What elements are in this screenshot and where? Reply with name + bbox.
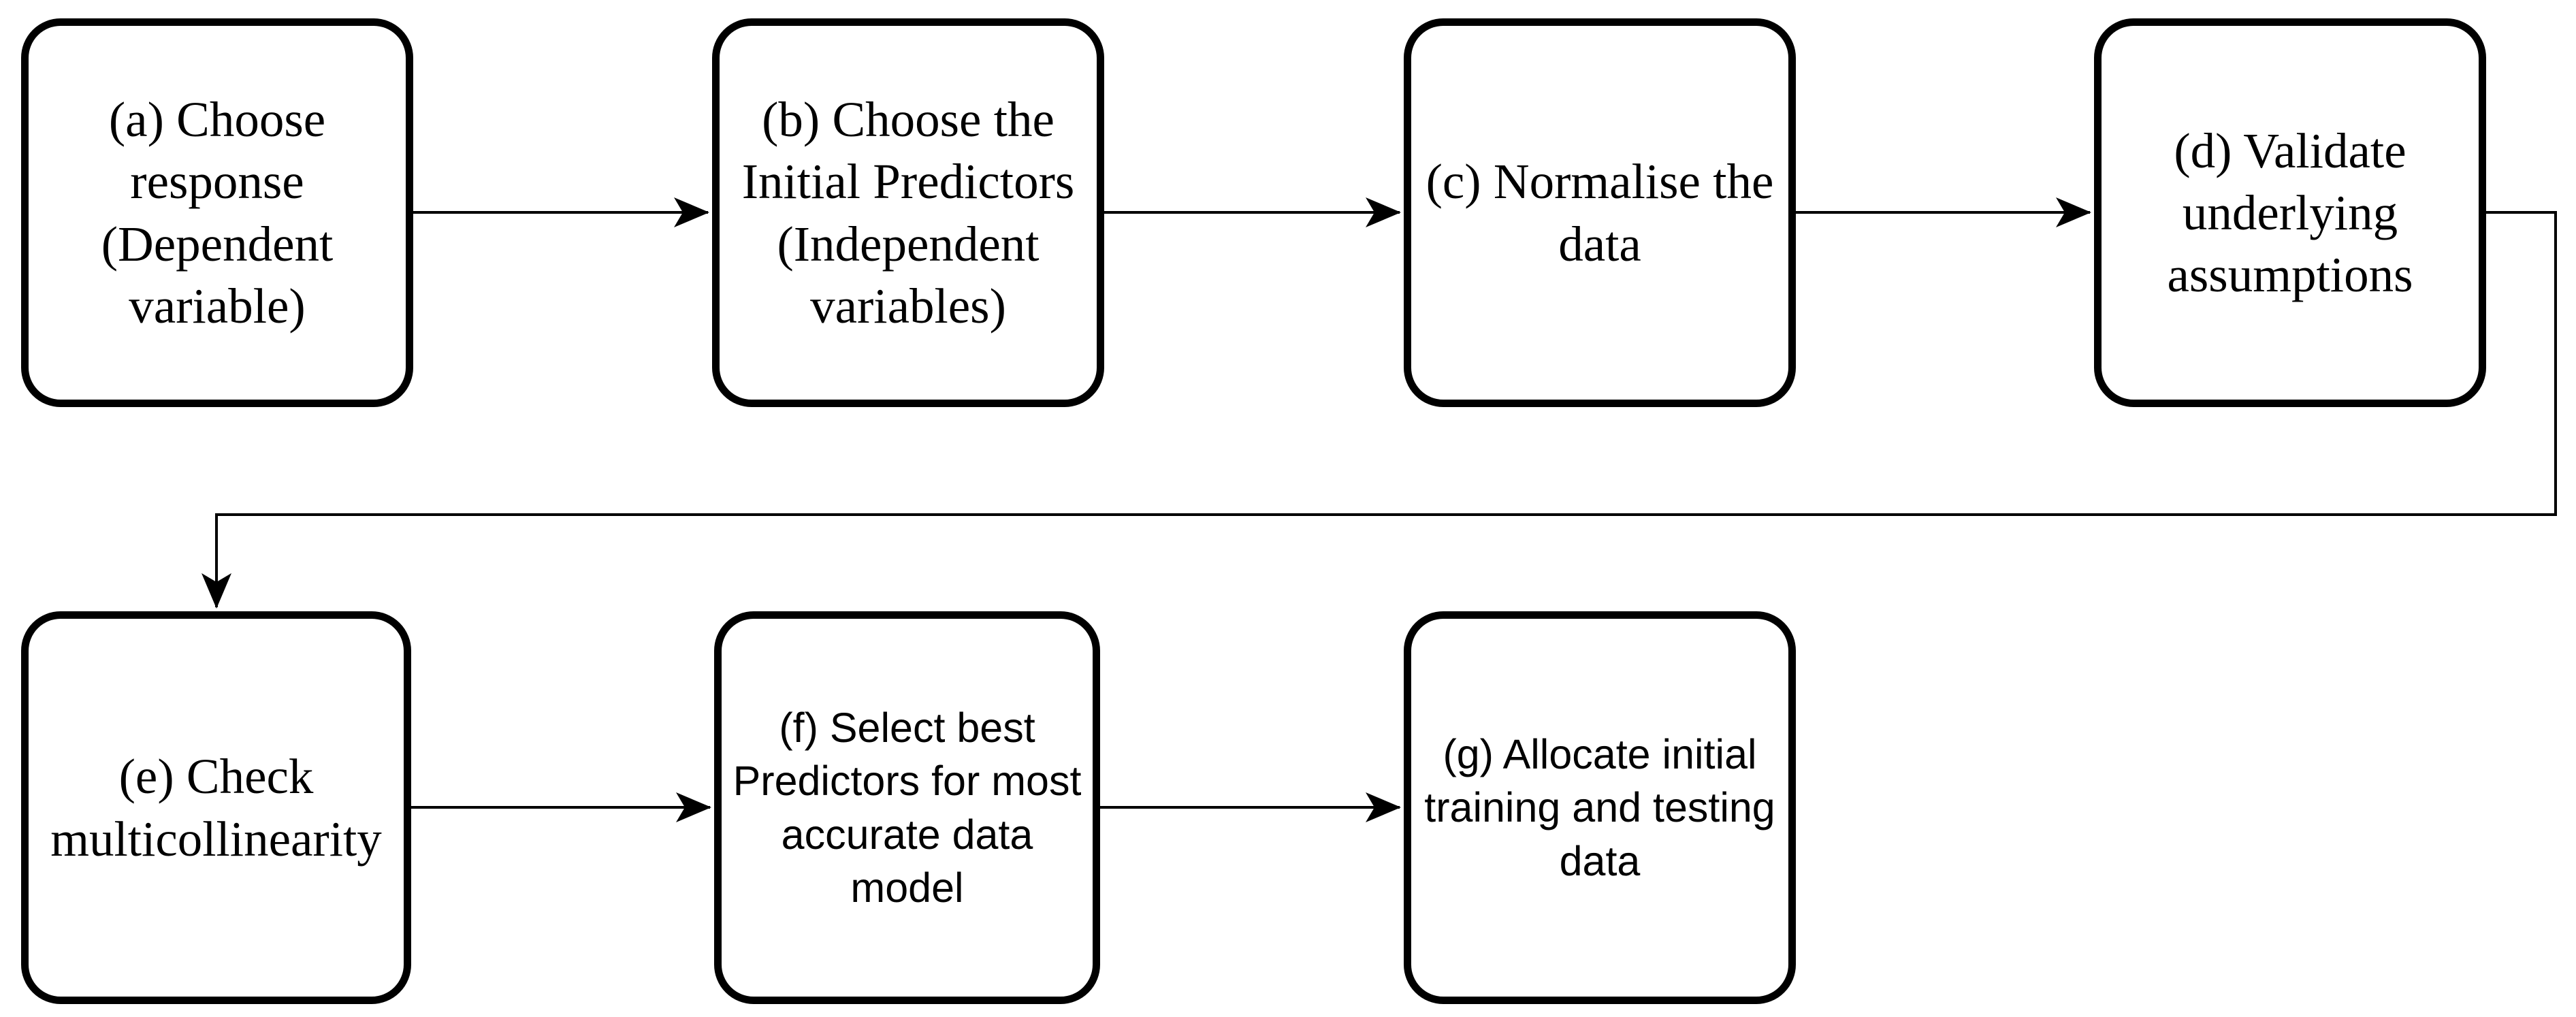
flowchart-box-allocate-training-testing: (g) Allocate initial training and testin… — [1404, 611, 1796, 1004]
box-label: (f) Select best Predictors for most accu… — [732, 705, 1082, 911]
box-label: (e) Check multicollinearity — [50, 749, 382, 867]
flowchart-box-normalise-data: (c) Normalise the data — [1404, 18, 1796, 407]
box-label: (b) Choose the Initial Predictors (Indep… — [741, 92, 1075, 334]
flowchart-box-select-best-predictors: (f) Select best Predictors for most accu… — [714, 611, 1100, 1004]
flowchart-box-validate-assumptions: (d) Validate underlying assumptions — [2094, 18, 2486, 407]
flowchart-box-choose-response: (a) Choose response (Dependent variable) — [21, 18, 413, 407]
box-label: (a) Choose response (Dependent variable) — [101, 92, 334, 334]
box-label: (d) Validate underlying assumptions — [2167, 123, 2413, 303]
flowchart-box-check-multicollinearity: (e) Check multicollinearity — [21, 611, 411, 1004]
arrow-d-to-e — [202, 211, 2557, 609]
box-label: (g) Allocate initial training and testin… — [1424, 731, 1775, 884]
flowchart-box-choose-initial-predictors: (b) Choose the Initial Predictors (Indep… — [712, 18, 1104, 407]
box-label: (c) Normalise the data — [1426, 154, 1774, 272]
